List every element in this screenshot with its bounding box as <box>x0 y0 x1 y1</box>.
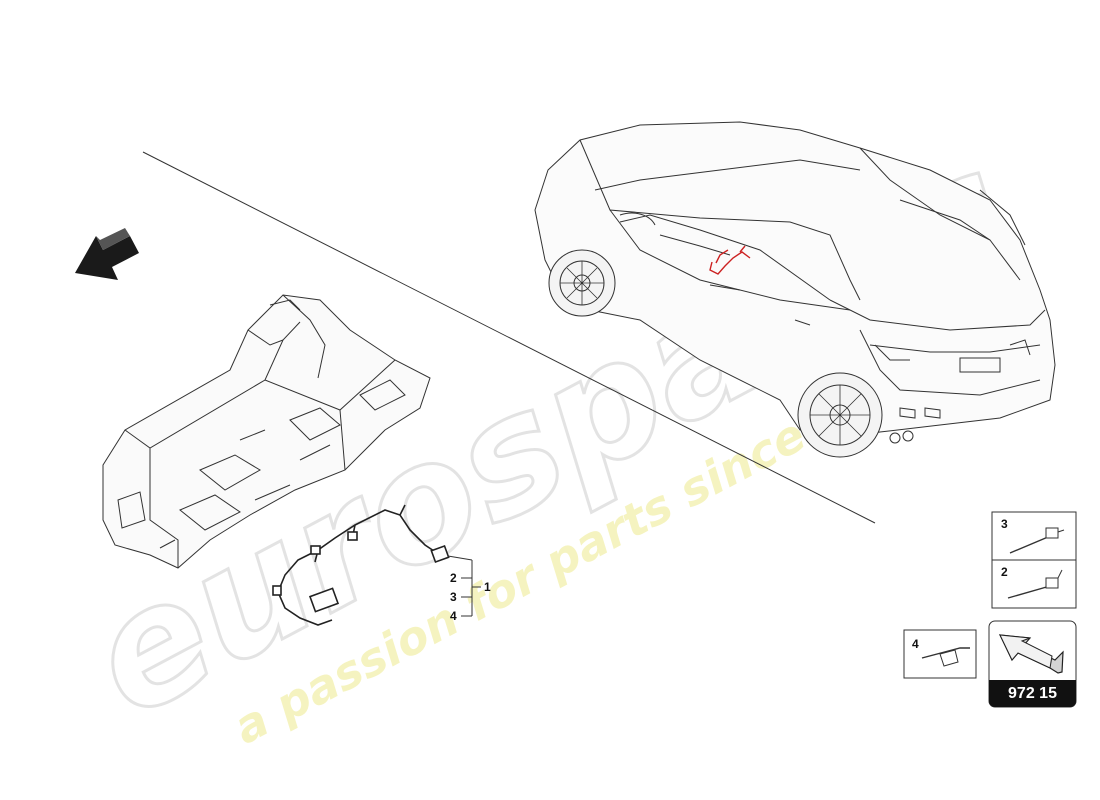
detail-box-label-4: 4 <box>912 637 919 651</box>
reference-arrow-icon <box>998 634 1064 674</box>
front-arrow-icon <box>75 228 139 280</box>
detail-box-label-2: 2 <box>1001 565 1008 579</box>
detail-box-part-2[interactable]: 2 <box>991 559 1077 609</box>
reference-number: 972 15 <box>989 680 1076 707</box>
vehicle <box>534 121 1056 458</box>
callout-3: 3 <box>450 590 457 604</box>
separator-line <box>142 151 876 524</box>
detail-box-part-3[interactable]: 3 <box>991 511 1077 561</box>
callout-1: 1 <box>484 580 491 594</box>
callout-2: 2 <box>450 571 457 585</box>
harness-location-highlight <box>709 245 751 275</box>
wiring-harness <box>272 504 450 626</box>
detail-box-part-4[interactable]: 4 <box>903 629 977 679</box>
center-console <box>102 294 431 569</box>
callout-group: 2 3 4 1 <box>447 555 491 623</box>
callout-4: 4 <box>450 609 457 623</box>
detail-box-label-3: 3 <box>1001 517 1008 531</box>
